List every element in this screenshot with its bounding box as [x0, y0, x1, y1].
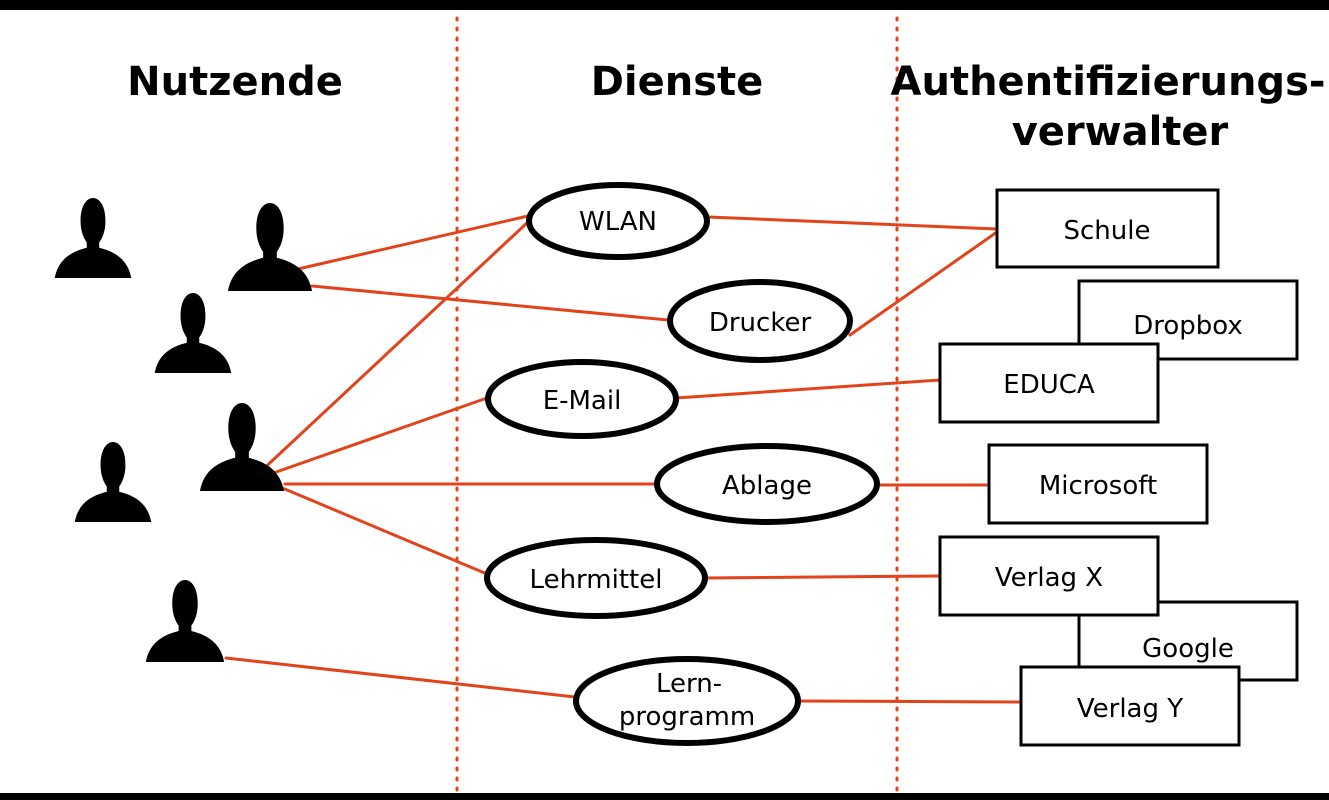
service-drucker: Drucker [667, 279, 853, 363]
edge-lernprogramm-verlag-y [797, 699, 1023, 704]
auth-schule-box [995, 188, 1220, 269]
header-users: Nutzende [127, 59, 343, 105]
auth-microsoft-box [987, 443, 1209, 525]
edge-drucker-schule [848, 230, 999, 337]
user-icon [54, 198, 132, 278]
auth-verlag-y-box [1019, 665, 1241, 747]
edge-lehrmittel-verlag-x [703, 574, 942, 580]
user-icon [154, 293, 232, 373]
auth-microsoft: Microsoft [987, 443, 1209, 525]
service-lernprogramm-label-line2: programm [619, 702, 755, 732]
service-email-shape [485, 359, 679, 439]
edge-email-educa [674, 378, 942, 400]
service-ablage: Ablage [654, 443, 880, 525]
edge-user5-email [260, 396, 489, 479]
service-lernprogramm: Lern- programm [573, 656, 801, 746]
edge-user5-lehrmittel [278, 485, 489, 576]
service-ablage-shape [654, 443, 880, 525]
service-email-label: E-Mail [543, 386, 622, 416]
edge-wlan-schule [706, 215, 999, 231]
service-lernprogramm-shape [573, 656, 801, 746]
service-drucker-label: Drucker [709, 308, 812, 338]
service-lernprogramm-label-line1: Lern- [656, 669, 722, 699]
user-icon [145, 580, 225, 662]
auth-dropbox-label: Dropbox [1133, 311, 1243, 341]
auth-schule-label: Schule [1064, 216, 1151, 246]
auth-educa: EDUCA [938, 342, 1160, 424]
auth-google-label: Google [1142, 634, 1234, 664]
top-border [0, 0, 1329, 10]
user-icon [227, 203, 313, 291]
auth-verlag-y: Verlag Y [1019, 665, 1241, 747]
auth-schule: Schule [995, 188, 1220, 269]
service-lehrmittel-label: Lehrmittel [530, 565, 663, 595]
service-wlan-shape [526, 182, 710, 260]
auth-educa-label: EDUCA [1003, 370, 1095, 400]
service-email: E-Mail [485, 359, 679, 439]
service-lehrmittel-shape [484, 537, 708, 619]
service-drucker-shape [667, 279, 853, 363]
auth-verlag-x-box [938, 535, 1160, 617]
auth-educa-box [938, 342, 1160, 424]
auth-verlag-y-label: Verlag Y [1077, 694, 1183, 724]
service-wlan-label: WLAN [579, 207, 657, 237]
edge-user5-wlan [256, 220, 530, 476]
edge-user2-drucker [310, 284, 670, 322]
user-icon [74, 442, 152, 522]
header-auth-line2: verwalter [1012, 109, 1229, 155]
header-services: Dienste [591, 59, 764, 105]
edge-user6-lernprogramm [224, 656, 577, 699]
service-wlan: WLAN [526, 182, 710, 260]
service-ablage-label: Ablage [722, 471, 812, 501]
service-lehrmittel: Lehrmittel [484, 537, 708, 619]
auth-verlag-x: Verlag X [938, 535, 1160, 617]
auth-verlag-x-label: Verlag X [995, 563, 1103, 593]
users [54, 198, 313, 662]
header-auth-line1: Authentifizierungs- [891, 59, 1326, 105]
connections [224, 214, 1023, 704]
auth-microsoft-label: Microsoft [1039, 471, 1157, 501]
bottom-border [0, 793, 1329, 800]
edge-user2-wlan [283, 214, 530, 274]
user-icon [199, 403, 285, 491]
